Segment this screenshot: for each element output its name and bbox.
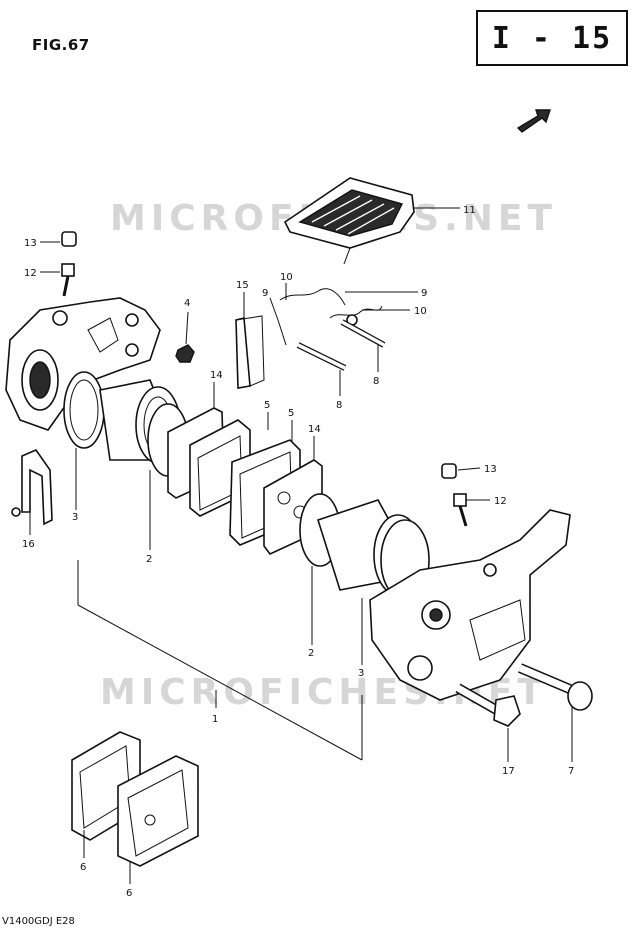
callout-3-right: 3 [358, 668, 364, 679]
nut-part [175, 311, 195, 363]
callout-12-left: 12 [24, 268, 37, 279]
brake-pad-set-6 [71, 731, 199, 867]
front-arrow-icon [516, 109, 551, 133]
bolt-17 [455, 683, 521, 727]
callout-5-right: 5 [288, 408, 294, 419]
callout-15: 15 [236, 280, 249, 291]
piston-seal-left [63, 371, 105, 449]
callout-2-right: 2 [308, 648, 314, 659]
leader-lines [29, 207, 573, 884]
callout-2-left: 2 [146, 554, 152, 565]
callout-11: 11 [463, 205, 476, 216]
bracket-16 [11, 449, 53, 526]
callout-7: 7 [568, 766, 574, 777]
callout-1: 1 [212, 714, 218, 725]
bleeder-valve-left [61, 263, 75, 297]
callout-6-right: 6 [126, 888, 132, 899]
callout-4: 4 [184, 298, 190, 309]
callout-17: 17 [502, 766, 515, 777]
callout-10-top: 10 [280, 272, 293, 283]
callout-14-left: 14 [210, 370, 223, 381]
callout-3-left: 3 [72, 512, 78, 523]
pad-clip-15 [235, 315, 265, 389]
bolt-7 [518, 663, 593, 711]
callout-9-left: 9 [262, 288, 268, 299]
callout-13-left: 13 [24, 238, 37, 249]
callout-6-left: 6 [80, 862, 86, 873]
callout-labels: 11 13 12 4 15 10 9 9 10 8 8 14 5 5 14 3 … [22, 205, 574, 899]
pad-pin-8 [296, 319, 386, 371]
callout-16: 16 [22, 539, 35, 550]
callout-14-right: 14 [308, 424, 321, 435]
caliper-body-right [369, 509, 571, 701]
callout-8-left: 8 [336, 400, 342, 411]
bleeder-cap-left [61, 231, 77, 247]
callout-8-right: 8 [373, 376, 379, 387]
bleeder-cap-right [441, 463, 457, 479]
bleeder-valve-right [453, 493, 468, 527]
callout-13-right: 13 [484, 464, 497, 475]
model-code: V1400GDJ E28 [2, 916, 75, 927]
assembly-lines [77, 560, 363, 761]
caliper-body-left [5, 297, 161, 431]
pad-spring-part [283, 177, 415, 265]
callout-5-left: 5 [264, 400, 270, 411]
callout-9-right: 9 [421, 288, 427, 299]
callout-10-right: 10 [414, 306, 427, 317]
page-reference-box: I - 15 [476, 10, 628, 66]
figure-label: FIG.67 [32, 36, 90, 54]
callout-12-right: 12 [494, 496, 507, 507]
